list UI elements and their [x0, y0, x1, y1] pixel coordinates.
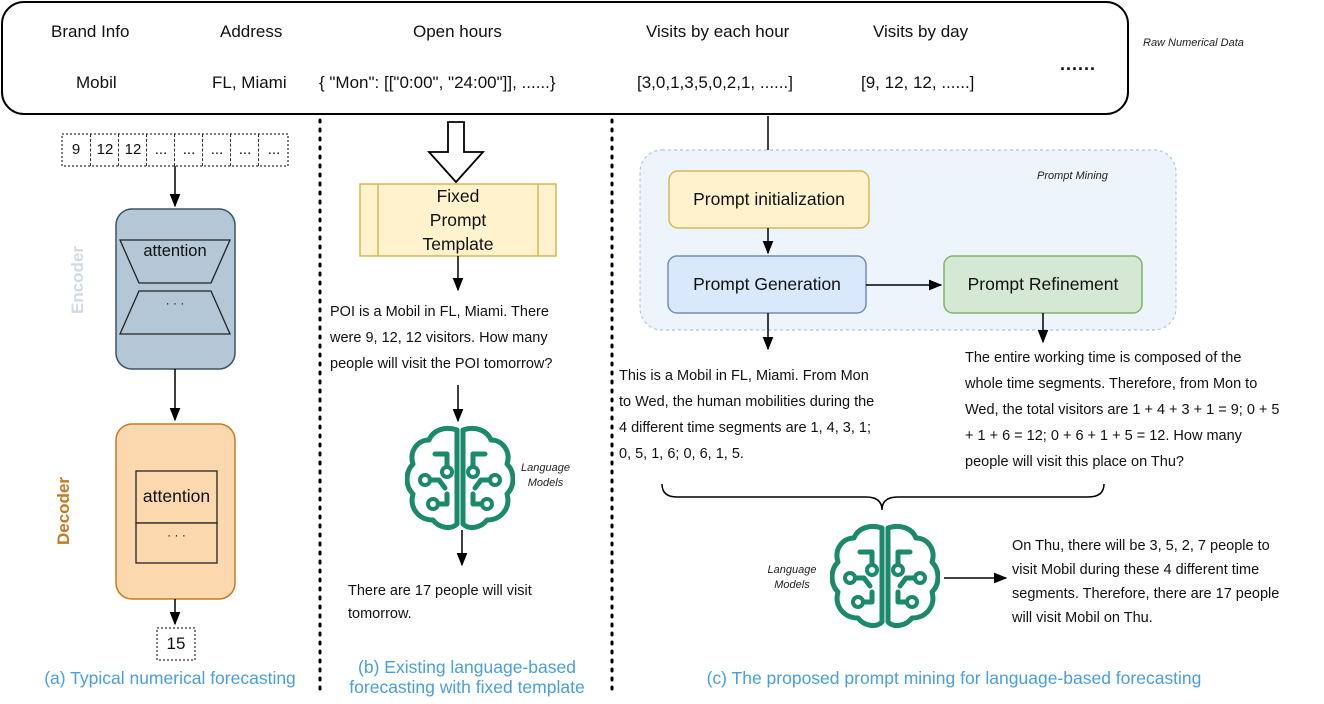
prompt-init-box [668, 170, 870, 229]
input-cell: ... [202, 134, 231, 166]
input-cell: ... [174, 134, 203, 166]
value-open-hours: { "Mon": [["0:00", "24:00"]], ......} [319, 73, 556, 92]
value-visits-day: [9, 12, 12, ......] [861, 73, 975, 92]
decoder-attention-label: attention [142, 486, 211, 506]
answer-b: There are 17 people will visit tomorrow. [348, 580, 608, 626]
final-answer-text: On Thu, there will be 3, 5, 2, 7 people … [1012, 534, 1322, 630]
ref-line: + 1 + 6 = 12; 0 + 6 + 1 + 5 = 12. How ma… [965, 428, 1242, 444]
final-line: On Thu, there will be 3, 5, 2, 7 people … [1012, 538, 1270, 554]
prompt-init-label: Prompt initialization [693, 189, 845, 209]
caption-line: forecasting with fixed template [349, 677, 585, 697]
brain-circuit-icon [405, 425, 515, 530]
fixed-template-text: Fixed Prompt Template [378, 184, 538, 256]
more-columns-ellipsis: ...... [1060, 54, 1097, 74]
caption-b: (b) Existing language-based forecasting … [322, 657, 612, 697]
prompt-line: POI is a Mobil in FL, Miami. There [330, 304, 549, 320]
caption-a: (a) Typical numerical forecasting [44, 668, 296, 688]
header-visits-day: Visits by day [873, 22, 969, 41]
final-line: visit Mobil during these 4 different tim… [1012, 562, 1260, 578]
final-line: segments. Therefore, there are 17 people [1012, 586, 1280, 602]
encoder-attention-label: attention [143, 242, 207, 260]
generated-prompt-text: This is a Mobil in FL, Miami. From Mon t… [619, 363, 934, 467]
ref-line: The entire working time is composed of t… [965, 350, 1242, 366]
hollow-arrow-down [426, 121, 486, 184]
fixed-prompt-text: POI is a Mobil in FL, Miami. There were … [330, 299, 615, 377]
answer-line: tomorrow. [348, 606, 412, 622]
caption-line: (b) Existing language-based [358, 657, 576, 677]
brain-circuit-icon [830, 523, 940, 628]
input-sequence: 9 12 12 ... ... ... ... ... [62, 134, 288, 166]
header-brand-info: Brand Info [51, 22, 130, 41]
value-visits-hour: [3,0,1,3,5,0,2,1, ......] [637, 73, 793, 92]
output-value: 15 [166, 634, 186, 653]
curly-brace [661, 483, 1105, 511]
answer-line: There are 17 people will visit [348, 583, 532, 599]
prompt-line: were 9, 12, 12 visitors. How many [330, 330, 548, 346]
header-visits-hour: Visits by each hour [646, 22, 790, 41]
ref-line: Wed, the total visitors are 1 + 4 + 3 + … [965, 402, 1280, 418]
gen-line: This is a Mobil in FL, Miami. From Mon [619, 368, 869, 384]
prompt-refinement-label: Prompt Refinement [967, 274, 1119, 294]
header-address: Address [220, 22, 283, 41]
lm-label-line: Language [767, 564, 817, 576]
encoder-dots: · · · [165, 296, 185, 310]
value-address: FL, Miami [212, 73, 287, 92]
input-cells-box [61, 133, 289, 167]
raw-data-box [1, 1, 1129, 115]
decoder-attention-rect [135, 470, 218, 524]
ref-line: people will visit this place on Thu? [965, 454, 1184, 470]
decoder-label: Decoder [54, 476, 73, 546]
input-cell: ... [258, 134, 289, 166]
template-line: Prompt [429, 210, 487, 230]
gen-line: to Wed, the human mobilities during the [619, 394, 875, 410]
header-open-hours: Open hours [413, 22, 502, 41]
template-line: Template [422, 234, 494, 254]
ref-line: whole time segments. Therefore, from Mon… [965, 376, 1258, 392]
refined-prompt-text: The entire working time is composed of t… [965, 345, 1315, 475]
output-box [156, 627, 196, 661]
lm-label-line: Language [521, 462, 570, 474]
encoder-attention-trapezoid [119, 239, 231, 284]
decoder-dots-rect [135, 522, 218, 564]
lm-label-b: Language Models [521, 461, 570, 491]
input-cell: ... [230, 134, 259, 166]
encoder-label: Encoder [68, 245, 87, 314]
value-brand: Mobil [76, 73, 117, 92]
gen-line: 0, 5, 1, 6; 0, 6, 1, 5. [619, 446, 744, 462]
caption-c: (c) The proposed prompt mining for langu… [706, 668, 1202, 688]
input-cell: ... [146, 134, 175, 166]
prompt-generation-label: Prompt Generation [693, 274, 841, 294]
decoder-dots: · · · [167, 528, 186, 542]
input-cell: 9 [71, 141, 81, 158]
lm-label-c: Language Models [762, 563, 822, 593]
input-cell: 12 [90, 134, 119, 166]
prompt-mining-label: Prompt Mining [1037, 170, 1108, 182]
prompt-line: people will visit the POI tomorrow? [330, 356, 553, 372]
gen-line: 4 different time segments are 1, 4, 3, 1… [619, 420, 872, 436]
final-line: will visit Mobil on Thu. [1012, 610, 1153, 626]
fixed-template-box [359, 183, 557, 257]
encoder-dots-trapezoid [119, 290, 231, 335]
lm-label-line: Models [774, 579, 810, 591]
lm-label-line: Models [527, 477, 564, 489]
template-line: Fixed [436, 186, 480, 206]
input-cell: 12 [118, 134, 147, 166]
raw-data-label: Raw Numerical Data [1143, 37, 1244, 49]
encoder-box [115, 208, 236, 370]
